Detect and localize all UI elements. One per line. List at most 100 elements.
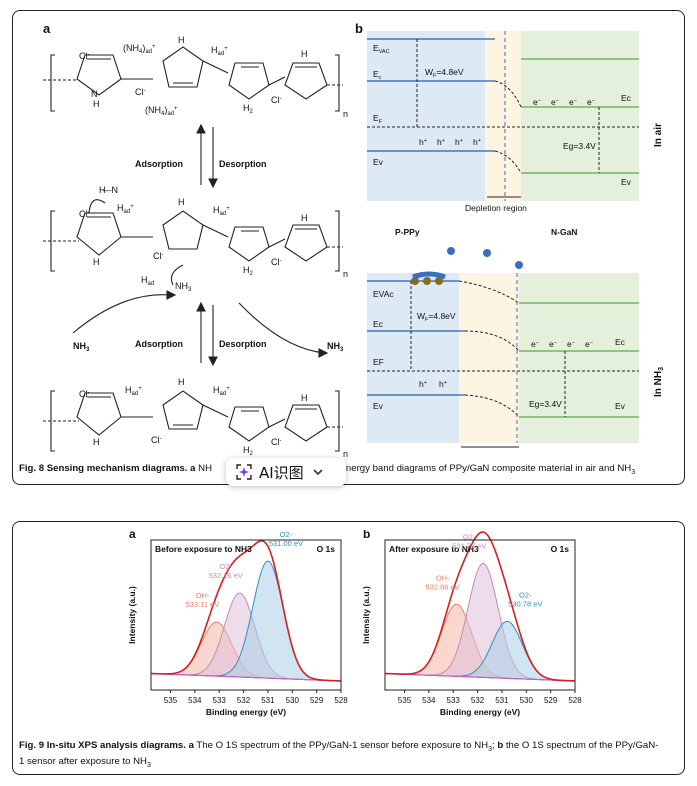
peak-value-label: 532.86 eV [426, 582, 460, 591]
figure-8-card: a b [12, 10, 685, 485]
svg-text:H2: H2 [243, 265, 254, 277]
sparkle-icon [236, 464, 252, 480]
svg-text:Cl-: Cl- [153, 251, 164, 261]
svg-text:Ec: Ec [615, 337, 626, 347]
svg-text:Ev: Ev [373, 157, 384, 167]
polymer-row-3 [43, 390, 343, 452]
svg-text:Cl-: Cl- [151, 435, 162, 445]
x-tick-label: 532 [237, 696, 251, 705]
panel-b-label: b [355, 21, 363, 36]
x-tick-label: 528 [568, 696, 582, 705]
svg-text:NH3: NH3 [327, 341, 344, 353]
x-tick-label: 530 [520, 696, 534, 705]
svg-text:Ec: Ec [373, 69, 382, 81]
svg-text:H: H [301, 213, 308, 223]
svg-text:Had+: Had+ [213, 385, 230, 397]
peak-name-label: OH- [436, 573, 450, 582]
peak-name-label: O2- [463, 532, 476, 541]
chart-title: Before exposure to NH3 [155, 544, 252, 554]
svg-text:In NH3: In NH3 [653, 367, 665, 397]
peak-name-label: O2- [280, 530, 293, 539]
ai-image-recognition-button[interactable]: AI识图 [226, 458, 346, 486]
x-tick-label: 531 [495, 696, 509, 705]
x-tick-label: 528 [334, 696, 348, 705]
svg-text:Ev: Ev [621, 177, 632, 187]
x-tick-label: 535 [164, 696, 178, 705]
chevron-down-icon[interactable] [312, 466, 324, 478]
panel-a-label: a [43, 21, 51, 36]
svg-text:H2: H2 [243, 103, 254, 115]
svg-text:h+: h+ [439, 379, 447, 389]
svg-text:h+: h+ [455, 137, 463, 147]
panel-label: b [363, 530, 370, 541]
svg-text:Cl-: Cl- [79, 51, 90, 61]
svg-text:Ec: Ec [373, 319, 384, 329]
svg-text:e−: e− [569, 97, 577, 107]
svg-text:Had: Had [141, 275, 154, 287]
ai-label: AI识图 [259, 463, 304, 482]
energy-band-diagrams: EVAC Ec EF Ev WF=4.8eV h+ h+ h+ h+ e− e−… [367, 31, 665, 448]
svg-text:NH3: NH3 [175, 281, 192, 293]
equilibrium-arrow-1 [196, 123, 218, 189]
svg-text:e−: e− [549, 339, 557, 349]
svg-text:h+: h+ [419, 137, 427, 147]
svg-text:Cl-: Cl- [271, 257, 282, 267]
svg-text:H: H [93, 99, 100, 109]
svg-text:Eg=3.4V: Eg=3.4V [529, 399, 562, 409]
xps-peak-O2- [384, 562, 576, 682]
peak-name-label: OH- [196, 591, 210, 600]
svg-text:Cl-: Cl- [271, 437, 282, 447]
polymer-row-2 [43, 199, 343, 286]
figure-9-caption: Fig. 9 In-situ XPS analysis diagrams. a … [19, 740, 659, 769]
svg-text:Depletion region: Depletion region [465, 203, 527, 213]
y-axis-label: Intensity (a.u.) [127, 586, 137, 644]
band-diagram-air: EVAC Ec EF Ev WF=4.8eV h+ h+ h+ h+ e− e−… [367, 31, 664, 237]
svg-text:EVAc: EVAc [373, 289, 394, 299]
x-tick-label: 534 [422, 696, 436, 705]
polymer-row-1 [43, 46, 343, 112]
svg-text:H: H [178, 35, 185, 45]
svg-text:P-PPy: P-PPy [395, 227, 420, 237]
chart-title: After exposure to NH3 [389, 544, 479, 554]
x-tick-label: 529 [310, 696, 324, 705]
svg-text:H: H [93, 257, 100, 267]
xps-frame [150, 539, 342, 691]
svg-text:H—N: H—N [99, 185, 118, 195]
x-axis-label: Binding energy (eV) [440, 707, 520, 717]
svg-text:(NH4)ad+: (NH4)ad+ [123, 43, 156, 55]
svg-text:Adsorption: Adsorption [135, 339, 183, 349]
svg-text:Had+: Had+ [213, 205, 230, 217]
peak-value-label: 531.77 eV [452, 541, 486, 550]
figure-8-caption: Fig. 8 Sensing mechanism diagrams. a NHb… [19, 463, 636, 476]
band-diagram-nh3: EVAc Ec EF Ev WF=4.8eV h+ h+ e− e− e− e−… [367, 247, 665, 448]
svg-text:e−: e− [533, 97, 541, 107]
svg-text:H: H [178, 377, 185, 387]
svg-text:Ev: Ev [615, 401, 626, 411]
svg-text:Eg=3.4V: Eg=3.4V [563, 141, 596, 151]
svg-text:NH3: NH3 [73, 341, 90, 353]
peak-value-label: 531.00 eV [269, 539, 303, 548]
x-tick-label: 532 [471, 696, 485, 705]
y-axis-label: Intensity (a.u.) [361, 586, 371, 644]
svg-text:H: H [93, 437, 100, 447]
nh3-in-arrow [72, 294, 172, 334]
xps-envelope [150, 539, 342, 682]
svg-text:N: N [91, 89, 98, 99]
x-tick-label: 533 [213, 696, 227, 705]
svg-text:H: H [301, 49, 308, 59]
xps-baseline [150, 672, 342, 682]
svg-text:H2: H2 [243, 445, 254, 457]
peak-value-label: 533.11 eV [186, 600, 220, 609]
x-tick-label: 534 [188, 696, 202, 705]
svg-text:Cl-: Cl- [79, 389, 90, 399]
nh3-molecules-icon [411, 247, 523, 285]
x-tick-label: 533 [447, 696, 461, 705]
svg-text:Ev: Ev [373, 401, 384, 411]
svg-text:Had+: Had+ [117, 203, 134, 215]
svg-text:Desorption: Desorption [219, 159, 267, 169]
x-tick-label: 529 [544, 696, 558, 705]
x-tick-label: 530 [286, 696, 300, 705]
svg-text:n: n [343, 449, 348, 459]
